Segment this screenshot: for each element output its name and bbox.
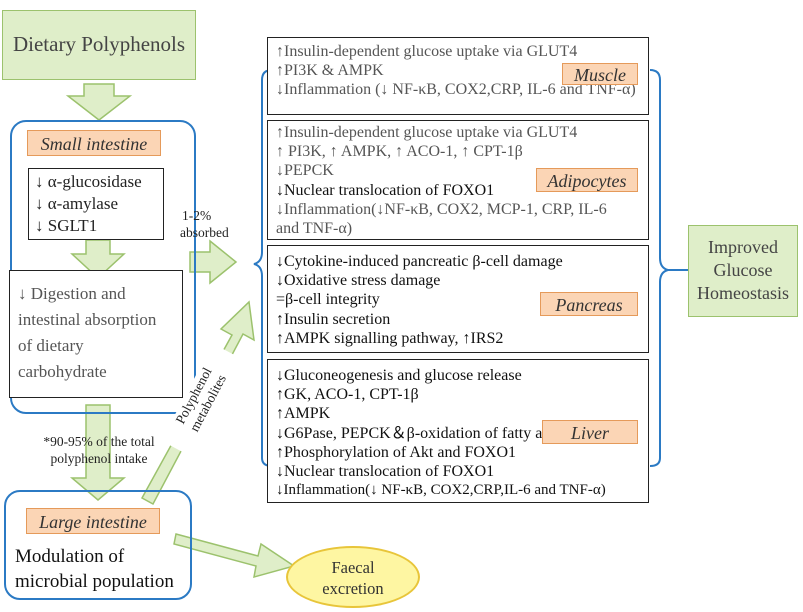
enzyme-line: ↓ SGLT1 xyxy=(35,216,98,235)
pancreas-line: ↓Cytokine-induced pancreatic β-cell dama… xyxy=(276,253,563,270)
arrow-absorbed xyxy=(189,239,238,285)
intake-line: *90-95% of the total xyxy=(43,434,155,449)
adipocytes-line: ↓Inflammation(↓NF-κB, COX2, MCP-1, CRP, … xyxy=(276,200,607,218)
arrow-down-top xyxy=(65,83,133,121)
arrow-down-enzymes xyxy=(70,239,126,280)
enzyme-box: ↓ α-glucosidase ↓ α-amylase ↓ SGLT1 xyxy=(28,168,164,240)
adipocytes-label: Adipocytes xyxy=(536,168,638,192)
liver-line: ↓Gluconeogenesis and glucose release xyxy=(276,367,522,384)
small-intestine-label: Small intestine xyxy=(27,130,161,156)
muscle-line: ↑Insulin-dependent glucose uptake via GL… xyxy=(276,43,578,60)
digestion-line: ↓ Digestion and xyxy=(18,284,126,303)
liver-line: ↑GK, ACO-1, CPT-1β xyxy=(276,386,419,404)
muscle-label: Muscle xyxy=(562,63,638,85)
large-intestine-label: Large intestine xyxy=(26,508,160,534)
adipocytes-line: ↓Nuclear translocation of FOXO1 xyxy=(276,181,495,199)
digestion-line: intestinal absorption xyxy=(18,310,157,329)
arrow-faecal xyxy=(173,533,296,579)
left-bracket xyxy=(253,69,273,467)
pancreas-line: ↑Insulin secretion xyxy=(276,310,391,328)
liver-line: ↓Nuclear translocation of FOXO1 xyxy=(276,463,495,481)
large-intestine-line: Modulation of xyxy=(15,546,125,567)
adipocytes-line: ↓PEPCK xyxy=(276,162,334,180)
pancreas-line: =β-cell integrity xyxy=(276,291,380,309)
muscle-line: ↑PI3K & AMPK xyxy=(276,62,384,80)
liver-line: ↑Phosphorylation of Akt and FOXO1 xyxy=(276,443,516,461)
outcome-line: Improved xyxy=(708,237,778,257)
dietary-polyphenols-box: Dietary Polyphenols xyxy=(2,10,196,80)
large-intestine-container xyxy=(4,490,192,600)
pancreas-label: Pancreas xyxy=(540,292,638,316)
digestion-line: carbohydrate xyxy=(18,362,107,381)
adipocytes-line: and TNF-α) xyxy=(276,220,353,238)
absorbed-word: absorbed xyxy=(180,225,229,240)
large-intestine-line: microbial population xyxy=(15,571,174,592)
adipocytes-line: ↑Insulin-dependent glucose uptake via GL… xyxy=(276,124,578,141)
liver-label: Liver xyxy=(542,420,638,444)
liver-line: ↑AMPK xyxy=(276,405,331,423)
outcome-line: Glucose xyxy=(713,260,773,280)
intake-note: *90-95% of the total polyphenol intake xyxy=(14,433,184,467)
intake-line: polyphenol intake xyxy=(50,451,148,466)
faecal-line: Faecal xyxy=(331,558,375,577)
improved-glucose-box: Improved Glucose Homeostasis xyxy=(688,225,798,317)
faecal-excretion-ellipse: Faecal excretion xyxy=(286,546,420,608)
digestion-line: of dietary xyxy=(18,336,84,355)
small-intestine-container xyxy=(10,120,196,414)
absorbed-pct: 1-2% xyxy=(182,208,212,223)
pancreas-line: ↓Oxidative stress damage xyxy=(276,272,441,290)
muscle-line: ↓Inflammation (↓ NF-κB, COX2,CRP, IL-6 a… xyxy=(276,81,636,99)
faecal-line: excretion xyxy=(322,579,384,598)
liver-line: ↓G6Pase, PEPCK＆β-oxidation of fatty acid… xyxy=(276,424,569,442)
right-bracket xyxy=(649,69,669,467)
outcome-line: Homeostasis xyxy=(697,283,789,303)
enzyme-line: ↓ α-amylase xyxy=(35,194,119,213)
enzyme-line: ↓ α-glucosidase xyxy=(35,172,142,191)
adipocytes-line: ↑ PI3K, ↑ AMPK, ↑ ACO-1, ↑ CPT-1β xyxy=(276,143,523,161)
digestion-box: ↓ Digestion and intestinal absorption of… xyxy=(9,270,183,398)
pancreas-line: ↑AMPK signalling pathway, ↑IRS2 xyxy=(276,329,504,347)
arrow-down-intestine xyxy=(69,404,127,501)
large-intestine-text: Modulation of microbial population xyxy=(15,544,191,594)
liver-line: ↓Inflammation(↓ NF-κB, COX2,CRP,IL-6 and… xyxy=(276,482,606,499)
absorbed-note: 1-2% absorbed xyxy=(180,207,240,241)
